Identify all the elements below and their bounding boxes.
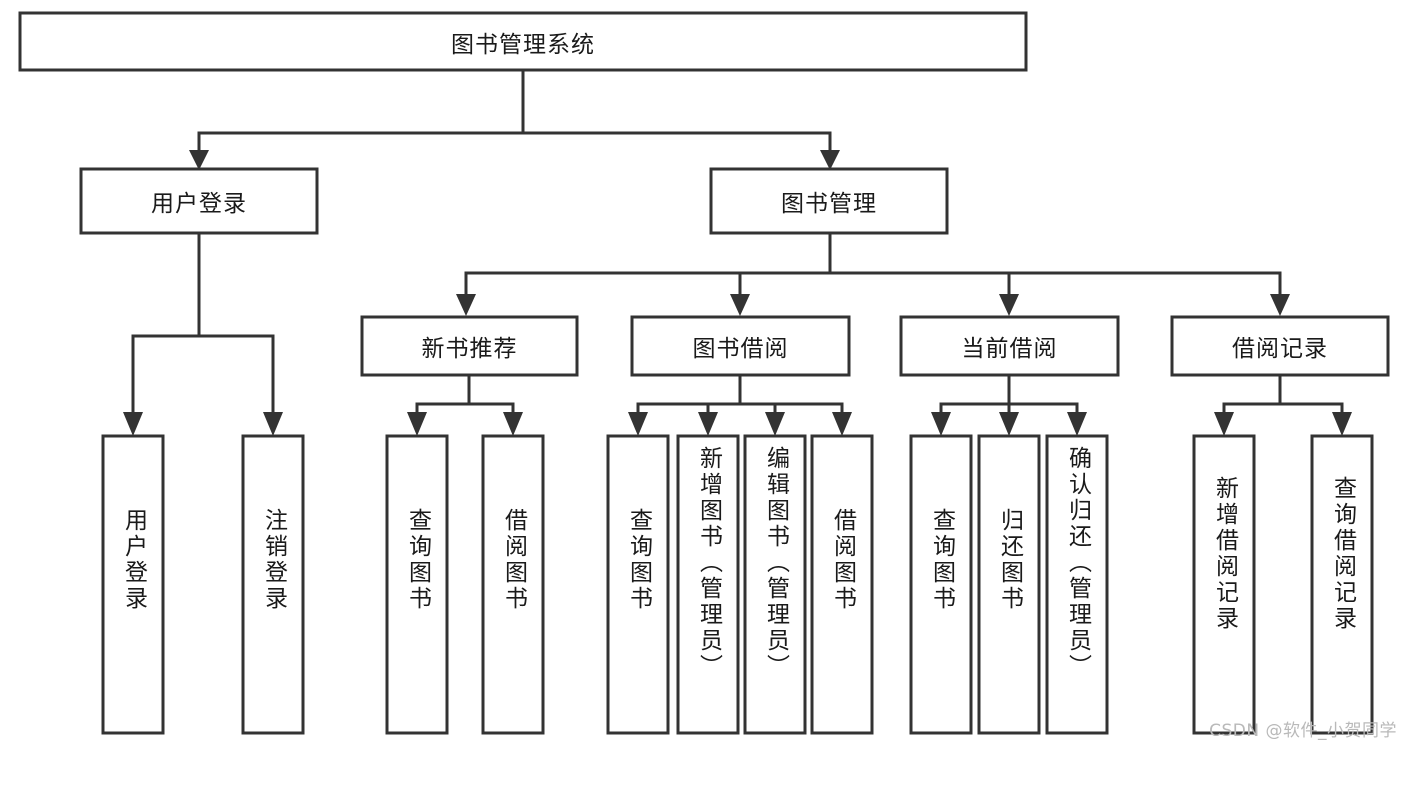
arrowhead-leaf-add-record (1214, 412, 1234, 436)
node-box-leaf-5[interactable] (676, 434, 740, 735)
arrowhead-leaf-add-book (698, 412, 718, 436)
node-box-borrow-record[interactable] (1170, 315, 1390, 377)
arrowhead-leaf-query-book-2 (628, 412, 648, 436)
node-box-user-login[interactable] (79, 167, 319, 235)
node-box-leaf-1[interactable] (241, 434, 305, 735)
node-box-leaf-2[interactable] (385, 434, 449, 735)
node-box-leaf-3[interactable] (481, 434, 545, 735)
arrowhead-leaf-user-login (123, 412, 143, 436)
node-box-leaf-10[interactable] (1045, 434, 1109, 735)
node-box-leaf-11[interactable] (1192, 434, 1256, 735)
arrowhead-current-borrow (999, 294, 1019, 316)
book-management-system-diagram: 图书管理系统 用户登录 图书管理 新书推荐 图书借阅 当前借阅 借阅记录 用户登… (18, 11, 1397, 741)
arrowhead-leaf-query-book-3 (931, 412, 951, 436)
arrowhead-leaf-borrow-book-2 (832, 412, 852, 436)
arrowhead-leaf-query-book-1 (407, 412, 427, 436)
node-box-book-management[interactable] (709, 167, 949, 235)
node-box-book-borrow[interactable] (630, 315, 851, 377)
node-box-leaf-4[interactable] (606, 434, 670, 735)
arrowhead-leaf-borrow-book-1 (503, 412, 523, 436)
arrowhead-borrow-record (1270, 294, 1290, 316)
arrowhead-user-login (189, 150, 209, 170)
arrowhead-book-mgmt (820, 150, 840, 170)
arrowhead-leaf-query-record (1332, 412, 1352, 436)
node-box-leaf-8[interactable] (909, 434, 973, 735)
node-box-current-borrow[interactable] (899, 315, 1120, 377)
node-box-new-book-recommend[interactable] (360, 315, 579, 377)
arrowhead-leaf-edit-book (765, 412, 785, 436)
diagram-canvas (18, 11, 1390, 735)
node-box-leaf-0[interactable] (101, 434, 165, 735)
arrowhead-leaf-return-book (999, 412, 1019, 436)
arrowhead-leaf-logout (263, 412, 283, 436)
arrowhead-leaf-confirm-return (1067, 412, 1087, 436)
node-box-leaf-6[interactable] (743, 434, 807, 735)
node-box-leaf-7[interactable] (810, 434, 874, 735)
arrowhead-book-borrow (730, 294, 750, 316)
node-box-root[interactable] (18, 11, 1028, 72)
node-box-leaf-12[interactable] (1310, 434, 1374, 735)
arrowhead-new-book-rec (456, 294, 476, 316)
node-box-leaf-9[interactable] (977, 434, 1041, 735)
